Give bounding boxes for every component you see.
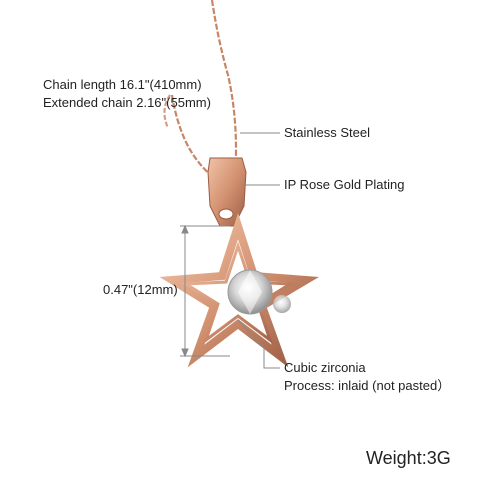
chain-length-spec: Chain length 16.1"(410mm)	[43, 77, 202, 92]
star-pendant	[159, 212, 319, 368]
leader-cubic-zirconia	[237, 319, 280, 369]
chain-right	[210, 0, 238, 183]
leader-lines	[237, 132, 280, 369]
cubic-zirconia-label: Cubic zirconia	[284, 360, 366, 375]
dimension-bracket	[180, 224, 230, 358]
cubic-zirconia-stone	[227, 269, 291, 315]
pendant-height-label: 0.47"(12mm)	[103, 282, 178, 297]
pendant-bail	[207, 157, 247, 227]
stainless-steel-label: Stainless Steel	[284, 125, 370, 140]
process-label: Process: inlaid (not pasted）	[284, 378, 451, 393]
chain-left	[163, 94, 215, 179]
rose-gold-plating-label: IP Rose Gold Plating	[284, 177, 405, 192]
weight-label: Weight:3G	[366, 448, 451, 468]
extended-chain-spec: Extended chain 2.16"(55mm)	[43, 95, 211, 110]
